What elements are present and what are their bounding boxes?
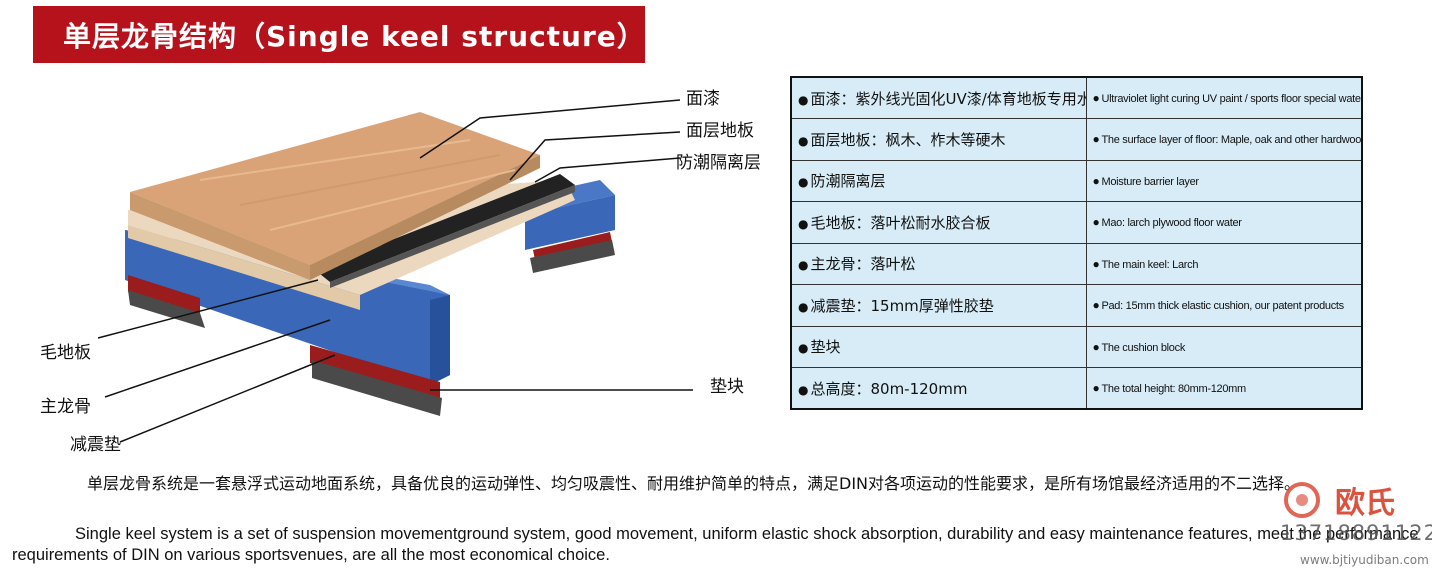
bullet-icon: ● bbox=[798, 382, 809, 397]
bullet-icon: ● bbox=[1092, 215, 1100, 230]
leader-jianzhendian bbox=[119, 354, 336, 443]
spec-text-zh: 面漆：紫外线光固化UV漆/体育地板专用水性漆 bbox=[810, 89, 1085, 108]
back-pad bbox=[533, 232, 612, 260]
spec-row: ●总高度：80m-120mm●The total height: 80mm-12… bbox=[790, 367, 1363, 410]
label-maodiban: 毛地板 bbox=[40, 343, 91, 363]
spec-cell-zh: ●主龙骨：落叶松 bbox=[790, 242, 1087, 285]
main-keel-front bbox=[125, 230, 450, 385]
surface-end bbox=[310, 155, 540, 280]
spec-cell-en: ●The cushion block bbox=[1085, 325, 1363, 368]
spec-text-en: Moisture barrier layer bbox=[1101, 175, 1199, 188]
spec-cell-zh: ●总高度：80m-120mm bbox=[790, 367, 1087, 410]
bullet-icon: ● bbox=[1092, 339, 1100, 354]
spec-cell-zh: ●面漆：紫外线光固化UV漆/体育地板专用水性漆 bbox=[790, 76, 1087, 119]
spec-row: ●面层地板：枫木、柞木等硬木●The surface layer of floo… bbox=[790, 118, 1363, 161]
front-block-left bbox=[128, 290, 205, 328]
floor-structure-diagram: 面漆 面层地板 防潮隔离层 毛地板 主龙骨 减震垫 垫块 bbox=[0, 70, 790, 470]
watermark-phone: 13718891122 bbox=[1280, 521, 1432, 545]
spec-text-zh: 面层地板：枫木、柞木等硬木 bbox=[810, 130, 1006, 149]
leader-mianceng bbox=[509, 131, 681, 181]
spec-text-zh: 减震垫：15mm厚弹性胶垫 bbox=[810, 296, 994, 315]
watermark-brand: 欧氏 bbox=[1335, 486, 1395, 521]
front-block-main bbox=[312, 360, 442, 416]
front-pad-main bbox=[310, 345, 440, 400]
spec-text-zh: 总高度：80m-120mm bbox=[810, 379, 968, 398]
watermark-url: www.bjtiyudiban.com bbox=[1300, 553, 1429, 567]
back-keel-side bbox=[525, 195, 615, 250]
spec-cell-zh: ●面层地板：枫木、柞木等硬木 bbox=[790, 118, 1087, 161]
spec-row: ●垫块●The cushion block bbox=[790, 325, 1363, 368]
surface-top bbox=[130, 112, 540, 265]
label-diankuai: 垫块 bbox=[710, 377, 744, 397]
description-en: Single keel system is a set of suspensio… bbox=[12, 525, 1419, 564]
spec-cell-en: ●The main keel: Larch bbox=[1085, 242, 1363, 285]
bullet-icon: ● bbox=[798, 258, 809, 273]
spec-text-en: The total height: 80mm-120mm bbox=[1101, 383, 1246, 395]
label-jianzhendian: 减震垫 bbox=[70, 435, 121, 455]
bullet-icon: ● bbox=[798, 341, 809, 356]
spec-cell-en: ●Pad: 15mm thick elastic cushion, our pa… bbox=[1085, 284, 1363, 327]
spec-cell-en: ●The total height: 80mm-120mm bbox=[1085, 367, 1363, 410]
spec-cell-en: ●Moisture barrier layer bbox=[1085, 159, 1363, 202]
bullet-icon: ● bbox=[1092, 91, 1100, 105]
membrane-edge bbox=[330, 185, 575, 288]
spec-row: ●毛地板：落叶松耐水胶合板●Mao: larch plywood floor w… bbox=[790, 201, 1363, 244]
page-title: 单层龙骨结构（Single keel structure） bbox=[33, 6, 645, 63]
spec-cell-zh: ●防潮隔离层 bbox=[790, 159, 1087, 202]
leader-mianqi bbox=[419, 99, 681, 159]
spec-text-en: Mao: larch plywood floor water bbox=[1101, 217, 1242, 230]
back-block bbox=[530, 240, 615, 273]
spec-text-en: The cushion block bbox=[1101, 341, 1186, 354]
floor-layers-illustration bbox=[97, 99, 693, 443]
spec-row: ●减震垫：15mm厚弹性胶垫●Pad: 15mm thick elastic c… bbox=[790, 284, 1363, 327]
leader-zhulonggu bbox=[104, 319, 331, 398]
bullet-icon: ● bbox=[798, 299, 809, 314]
leader-maodiban bbox=[97, 279, 319, 339]
spec-row: ●防潮隔离层●Moisture barrier layer bbox=[790, 159, 1363, 202]
label-zhulonggu: 主龙骨 bbox=[40, 397, 91, 417]
brand-logo-watermark bbox=[1284, 482, 1320, 518]
bullet-icon: ● bbox=[798, 216, 809, 231]
surface-front bbox=[130, 192, 310, 280]
label-mianceng: 面层地板 bbox=[686, 121, 754, 141]
bullet-icon: ● bbox=[1092, 256, 1100, 271]
spec-text-en: Ultraviolet light curing UV paint / spor… bbox=[1101, 93, 1362, 105]
bullet-icon: ● bbox=[1092, 173, 1100, 188]
spec-cell-zh: ●垫块 bbox=[790, 325, 1087, 368]
label-fangchao: 防潮隔离层 bbox=[676, 153, 761, 173]
spec-cell-zh: ●毛地板：落叶松耐水胶合板 bbox=[790, 201, 1087, 244]
spec-cell-en: ●Mao: larch plywood floor water bbox=[1085, 201, 1363, 244]
spec-row: ●主龙骨：落叶松●The main keel: Larch bbox=[790, 242, 1363, 285]
bullet-icon: ● bbox=[1092, 381, 1100, 395]
main-keel-end bbox=[430, 295, 450, 385]
spec-text-zh: 垫块 bbox=[810, 338, 841, 357]
spec-row: ●面漆：紫外线光固化UV漆/体育地板专用水性漆●Ultraviolet ligh… bbox=[790, 76, 1363, 119]
spec-cell-en: ●The surface layer of floor: Maple, oak … bbox=[1085, 118, 1363, 161]
spec-text-en: The main keel: Larch bbox=[1101, 258, 1199, 271]
bullet-icon: ● bbox=[1092, 298, 1100, 313]
spec-text-en: The surface layer of floor: Maple, oak a… bbox=[1101, 134, 1362, 147]
bullet-icon: ● bbox=[1092, 132, 1100, 147]
spec-text-zh: 防潮隔离层 bbox=[810, 172, 886, 191]
spec-text-en: Pad: 15mm thick elastic cushion, our pat… bbox=[1101, 300, 1344, 313]
bullet-icon: ● bbox=[798, 175, 809, 190]
bullet-icon: ● bbox=[798, 92, 809, 107]
spec-text-zh: 毛地板：落叶松耐水胶合板 bbox=[810, 213, 991, 232]
front-pad-left bbox=[128, 275, 200, 315]
spec-cell-en: ●Ultraviolet light curing UV paint / spo… bbox=[1085, 76, 1363, 119]
subfloor-front bbox=[128, 225, 360, 310]
spec-text-zh: 主龙骨：落叶松 bbox=[810, 255, 916, 274]
label-mianqi: 面漆 bbox=[686, 89, 720, 109]
description-zh: 单层龙骨系统是一套悬浮式运动地面系统，具备优良的运动弹性、均匀吸震性、耐用维护简… bbox=[87, 474, 1301, 493]
membrane bbox=[315, 174, 575, 282]
spec-table: ●面漆：紫外线光固化UV漆/体育地板专用水性漆●Ultraviolet ligh… bbox=[790, 76, 1363, 410]
spec-cell-zh: ●减震垫：15mm厚弹性胶垫 bbox=[790, 284, 1087, 327]
leader-fangchao bbox=[534, 157, 681, 183]
bullet-icon: ● bbox=[798, 133, 809, 148]
